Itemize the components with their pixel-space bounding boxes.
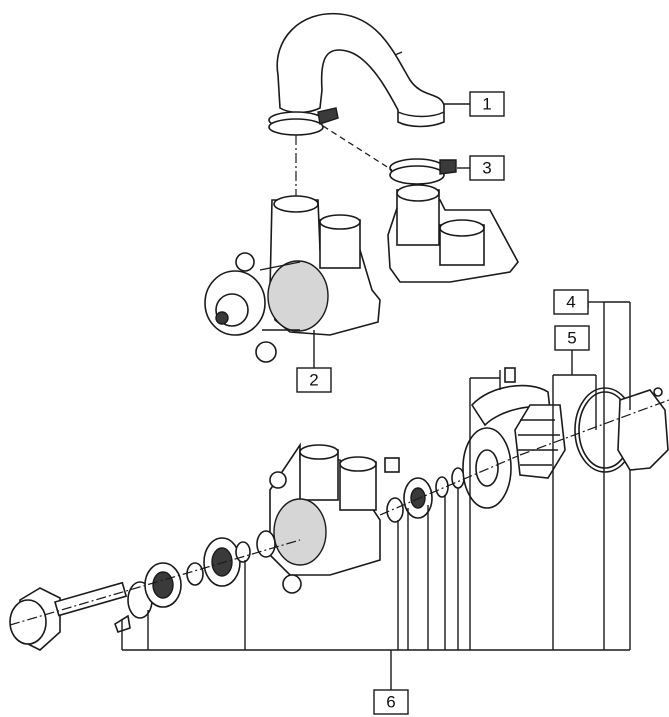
right-pump-section bbox=[387, 184, 519, 283]
shaft-and-bearings bbox=[9, 530, 301, 651]
leader-lines bbox=[121, 103, 631, 690]
callout-6-label: 6 bbox=[386, 693, 395, 712]
callout-2: 2 bbox=[296, 367, 332, 393]
callout-5-label: 5 bbox=[567, 329, 576, 348]
callout-3-label: 3 bbox=[482, 159, 491, 178]
callout-2-label: 2 bbox=[309, 371, 318, 390]
callout-5: 5 bbox=[554, 325, 590, 351]
callout-1-label: 1 bbox=[482, 95, 491, 114]
hose bbox=[276, 12, 445, 128]
hose-clamp-left bbox=[268, 107, 339, 136]
wear-plate-and-seals bbox=[379, 427, 521, 523]
callout-3: 3 bbox=[469, 155, 505, 181]
callout-6: 6 bbox=[373, 689, 409, 715]
callout-4-label: 4 bbox=[566, 293, 575, 312]
lower-pump-housing bbox=[269, 442, 400, 594]
callout-4: 4 bbox=[553, 289, 589, 315]
hose-clamp-right bbox=[389, 158, 457, 185]
callout-1: 1 bbox=[469, 91, 505, 117]
upper-pump-assembly bbox=[204, 195, 381, 363]
